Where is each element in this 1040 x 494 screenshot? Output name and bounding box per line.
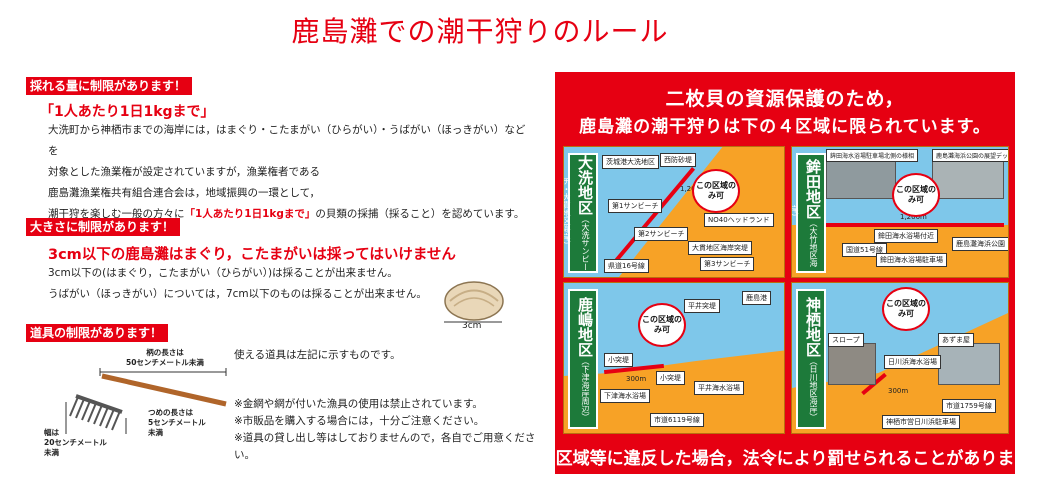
quantity-description: 大洗町から神栖市までの海岸には，はまぐり・こたまがい（ひらがい）・うばがい（ほっ… <box>48 120 528 225</box>
note-line: ※金網や網が付いた漁具の使用は禁止されています。 <box>234 398 483 410</box>
allowed-bubble: この区域のみ可 <box>882 287 930 331</box>
panel-title-2: 鹿島灘の潮干狩りは下の４区域に限られています。 <box>579 117 991 137</box>
map-tag: 市道1759号線 <box>942 399 996 413</box>
desc-line: 対象とした漁業権が設定されていますが，漁業権者である <box>48 166 320 178</box>
size-description: 3cm以下の(はまぐり，こたまがい（ひらがい）)は採ることが出来ません。 うばが… <box>48 263 448 305</box>
tools-notes: ※金網や網が付いた漁具の使用は禁止されています。 ※市販品を購入する場合には，十… <box>234 396 554 464</box>
page-title: 鹿島灘での潮干狩りのルール <box>291 15 669 48</box>
quantity-rule: 「1人あたり1日1kgまで」 <box>40 104 215 120</box>
rake-icon <box>65 368 227 434</box>
note-line: ※道具の貸し出し等はしておりませんので，各自でご用意ください。 <box>234 432 536 461</box>
section-head-size: 大きさに制限があります！ <box>26 218 181 236</box>
section-head-tools: 道具の制限があります！ <box>26 324 169 342</box>
desc-line: 鹿島灘漁業権共有組合連合会は，地域振興の一環として， <box>48 187 320 199</box>
map-tag: あずま屋 <box>938 333 974 347</box>
map-tag: 茨城港大洗地区 <box>602 155 659 169</box>
map-tag: 日川浜海水浴場 <box>884 355 941 369</box>
map-hokota: 鉾田地区（大竹地区海岸） 鉾田海水浴場駐車場北側の様相 鹿島灘海浜公園の展望デッ… <box>791 146 1009 278</box>
map-kashima: 鹿嶋地区（下津海岸周辺） 平井突堤 鹿島港 小突堤 小突堤 下津海水浴場 平井海… <box>563 282 785 434</box>
clam-icon <box>444 281 504 323</box>
photo <box>828 343 876 385</box>
map-tag: 鉾田海水浴場駐車場 <box>876 253 947 267</box>
desc-line: うばがい（ほっきがい）については，7cm以下のものは採ることが出来ません。 <box>48 288 427 300</box>
distance-label: 1,200m <box>900 213 927 221</box>
penalty-notice: 区域等に違反した場合，法令により罰せられることがあります。 <box>555 449 1015 494</box>
map-tag: 第3サンビーチ <box>700 257 755 271</box>
allowed-bubble: この区域のみ可 <box>692 169 740 213</box>
map-tag: 小突堤 <box>604 353 633 367</box>
desc-line: 大洗町から神栖市までの海岸には，はまぐり・こたまがい（ひらがい）・うばがい（ほっ… <box>48 124 526 157</box>
distance-label: 300m <box>626 375 647 383</box>
area-label-kamisu: 神栖地区（日川地区海岸） <box>796 289 826 429</box>
note-line: ※市販品を購入する場合には，十分ご注意ください。 <box>234 415 485 427</box>
map-tag: 国道51号線 <box>842 243 887 257</box>
allowed-bubble: この区域のみ可 <box>638 303 686 347</box>
map-tag: 神栖市営日川浜駐車場 <box>882 415 960 429</box>
map-oarai: 大洗地区（大洗サンビーチ・大貫地区海岸） 茨城港大洗地区 西防砂堤 第1サンビー… <box>563 146 785 278</box>
map-tag: 市道6119号線 <box>650 413 704 427</box>
map-tag: スロープ <box>828 333 864 347</box>
area-label-oarai: 大洗地区（大洗サンビーチ・大貫地区海岸） <box>564 153 598 273</box>
area-label-kashima: 鹿嶋地区（下津海岸周辺） <box>568 289 598 429</box>
map-tag: 県道16号線 <box>604 259 649 273</box>
map-tag: 平井海水浴場 <box>694 381 744 395</box>
map-tag: 西防砂堤 <box>660 153 696 167</box>
desc-line: 潮干狩を楽しむ一般の方々に「1人あたり1日1kgまで」の貝類の採捕（採ること）を… <box>48 208 525 220</box>
clam-size-label: 3cm <box>462 321 482 331</box>
tools-note-main: 使える道具は左記に示すものです。 <box>234 349 401 361</box>
clam-image: 3cm <box>438 276 508 334</box>
map-tag: 鹿島灘海浜公園 <box>952 237 1008 251</box>
size-rule: 3cm以下の鹿島灘はまぐり，こたまがいは採ってはいけません <box>48 247 456 263</box>
photo <box>938 343 1000 385</box>
map-tag: 下津海水浴場 <box>600 389 650 403</box>
map-tag: 平井突堤 <box>684 299 720 313</box>
map-tag: 第1サンビーチ <box>608 199 663 213</box>
map-tag: 大貫地区海岸突堤 <box>688 241 752 255</box>
zone-line <box>824 223 1004 227</box>
area-label-hokota: 鉾田地区（大竹地区海岸） <box>792 153 826 273</box>
map-tag: 鹿島灘海浜公園の展望デッキ <box>932 149 1008 162</box>
panel-title-1: 二枚貝の資源保護のため， <box>665 88 905 110</box>
distance-label: 300m <box>888 387 909 395</box>
map-tag: 鉾田海水浴場駐車場北側の様相 <box>826 149 919 162</box>
section-head-quantity: 採れる量に制限があります！ <box>26 77 193 95</box>
allowed-bubble: この区域のみ可 <box>892 173 940 217</box>
map-tag: NO40ヘッドランド <box>704 213 774 227</box>
map-tag: 第2サンビーチ <box>634 227 689 241</box>
area-panel: 二枚貝の資源保護のため， 鹿島灘の潮干狩りは下の４区域に限られています。 大洗地… <box>555 72 1015 494</box>
map-tag: 鉾田海水浴場付近 <box>874 229 938 243</box>
map-tag: 鹿島港 <box>742 291 771 305</box>
desc-line: 3cm以下の(はまぐり，こたまがい（ひらがい）)は採ることが出来ません。 <box>48 267 398 279</box>
map-kamisu: 神栖地区（日川地区海岸） スロープ あずま屋 日川浜海水浴場 市道1759号線 … <box>791 282 1009 434</box>
map-tag: 小突堤 <box>656 371 685 385</box>
